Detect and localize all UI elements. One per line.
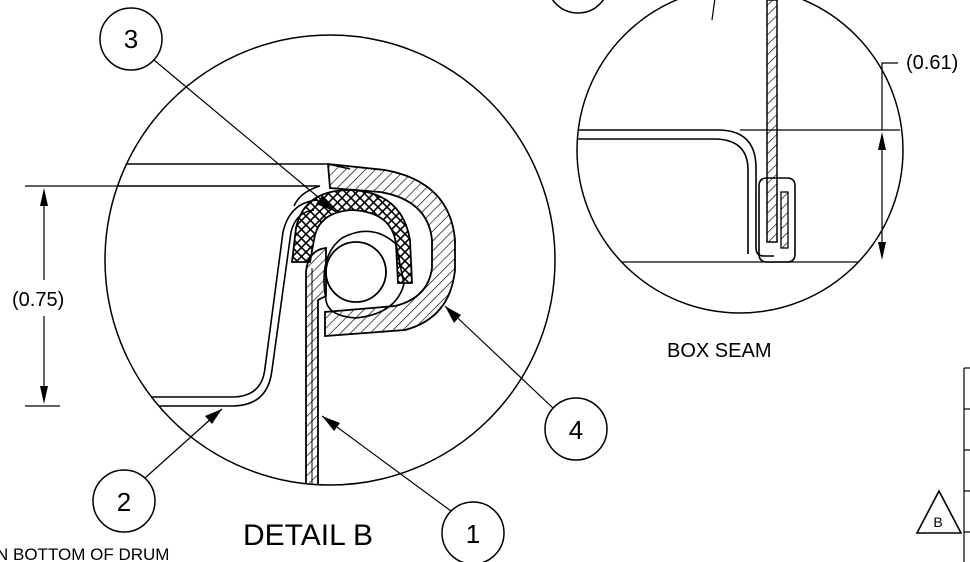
drum-body-wall	[305, 246, 327, 485]
balloon-3: 3	[99, 7, 337, 213]
section-marker-label: B	[933, 514, 942, 530]
dimension-label-box: (0.61)	[906, 52, 958, 74]
balloon-3-label: 3	[124, 24, 138, 54]
drum-seam-section	[105, 162, 456, 485]
dimension-label-drum: (0.75)	[12, 289, 64, 311]
balloon-1: 1	[321, 415, 505, 562]
detail-b-boundary	[104, 34, 556, 486]
box-seam-fold	[758, 177, 796, 263]
chime-ring	[324, 162, 456, 337]
section-marker-b: B	[915, 489, 963, 534]
box-wall	[766, 0, 778, 243]
dimension-box-seam: (0.61)	[740, 52, 958, 260]
balloon-4: 4	[444, 305, 608, 461]
upper-panel	[105, 163, 351, 170]
revision-table-fragment	[963, 367, 970, 562]
balloon-4-label: 4	[569, 415, 583, 445]
balloon-2-label: 2	[117, 487, 131, 517]
detail-b-view: (0.75) 3 2 1 4 DET	[0, 7, 608, 562]
drum-bottom-panel	[105, 209, 315, 407]
balloon-1-label: 1	[466, 519, 480, 549]
balloon-2: 2	[92, 408, 223, 533]
detail-b-title: DETAIL B	[243, 519, 373, 552]
box-seam-boundary	[576, 0, 904, 314]
box-seam-view: (0.61) BOX SEAM	[551, 0, 958, 362]
bottom-note: N BOTTOM OF DRUM	[0, 545, 169, 562]
box-seam-caption: BOX SEAM	[667, 340, 771, 362]
sealing-compound	[290, 189, 413, 284]
dimension-drum-seam: (0.75)	[12, 185, 120, 407]
box-bottom-panel	[577, 129, 774, 257]
balloon-partial	[551, 0, 605, 14]
curl-inner	[325, 241, 387, 303]
